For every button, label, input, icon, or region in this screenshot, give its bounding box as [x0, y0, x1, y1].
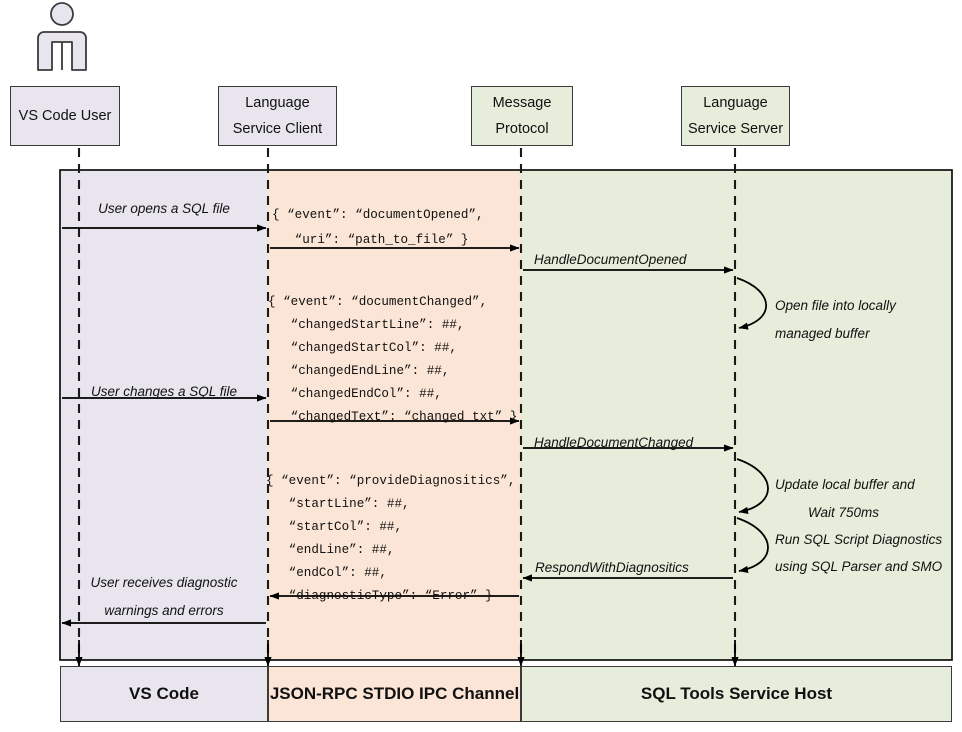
label-handle-document-changed: HandleDocumentChanged — [534, 435, 694, 450]
participant-message-protocol[interactable]: Message Protocol — [471, 86, 573, 146]
json-provide-diagnositics-line-2: “startCol”: ##, — [266, 520, 403, 534]
participant-vscode-user[interactable]: VS Code User — [10, 86, 120, 146]
participant-language-service-server-line2: Service Server — [687, 121, 784, 137]
activity-bands — [59, 169, 953, 661]
note-run-diagnostics-line2: using SQL Parser and SMO — [775, 559, 943, 574]
note-update-buffer-line2: Wait 750ms — [808, 505, 880, 520]
note-open-file-line1: Open file into locally — [775, 298, 896, 313]
note-update-buffer-line1: Update local buffer and — [775, 477, 915, 492]
lifeline-terminators — [75, 640, 739, 667]
note-open-file-line2: managed buffer — [775, 326, 870, 341]
loop-open-file — [736, 277, 767, 330]
self-call-loops — [736, 277, 769, 573]
participant-language-service-client-line2: Service Client — [232, 121, 323, 137]
loop-run-diagnostics — [736, 517, 769, 573]
message-arrows — [61, 224, 734, 627]
lifelines — [77, 148, 737, 655]
json-document-changed-line-0: { “event”: “documentChanged”, — [268, 295, 488, 309]
footer-band-sql-tools-label: SQL Tools Service Host — [640, 684, 833, 703]
json-document-changed-line-4: “changedEndCol”: ##, — [268, 387, 442, 401]
json-document-changed-line-3: “changedEndLine”: ##, — [268, 364, 450, 378]
label-user-receives-diagnostics-line1: User receives diagnostic — [90, 575, 238, 590]
json-provide-diagnositics-line-3: “endLine”: ##, — [266, 543, 395, 557]
json-document-opened-line-0: { “event”: “documentOpened”, — [272, 208, 484, 222]
footer-band-jsonrpc[interactable]: JSON-RPC STDIO IPC Channel — [268, 666, 521, 722]
footer-band-vs-code[interactable]: VS Code — [60, 666, 268, 722]
participant-language-service-server[interactable]: Language Service Server — [681, 86, 790, 146]
note-run-diagnostics-line1: Run SQL Script Diagnostics — [775, 532, 943, 547]
participant-message-protocol-line2: Protocol — [495, 121, 549, 137]
json-provide-diagnositics-line-5: “diagnosticType”: “Error” } — [266, 589, 493, 603]
stick-figure-icon — [37, 2, 87, 71]
loop-update-buffer — [736, 458, 769, 514]
json-document-changed-line-2: “changedStartCol”: ##, — [268, 341, 457, 355]
label-user-receives-diagnostics-line2: warnings and errors — [104, 603, 224, 618]
participant-language-service-server-line1: Language — [703, 95, 768, 111]
footer-band-vs-code-label: VS Code — [129, 684, 199, 703]
footer-band-sql-tools[interactable]: SQL Tools Service Host — [521, 666, 952, 722]
label-handle-document-opened: HandleDocumentOpened — [534, 252, 687, 267]
participant-language-service-client-line1: Language — [245, 95, 310, 111]
json-provide-diagnositics-line-1: “startLine”: ##, — [266, 497, 410, 511]
json-document-changed-line-5: “changedText”: “changed txt” } — [268, 410, 518, 424]
label-respond-with-diagnositics: RespondWithDiagnositics — [535, 560, 689, 575]
json-document-opened-line-1: “uri”: “path_to_file” } — [272, 233, 469, 247]
footer-band-jsonrpc-label: JSON-RPC STDIO IPC Channel — [269, 684, 520, 703]
participant-vscode-user-line1: VS Code User — [18, 108, 112, 124]
json-provide-diagnositics-line-0: { “event”: “provideDiagnositics”, — [266, 474, 516, 488]
json-document-changed-line-1: “changedStartLine”: ##, — [268, 318, 465, 332]
participant-message-protocol-line1: Message — [492, 95, 552, 111]
label-user-changes-sql-file: User changes a SQL file — [90, 384, 238, 399]
json-provide-diagnositics-line-4: “endCol”: ##, — [266, 566, 387, 580]
participant-language-service-client[interactable]: Language Service Client — [218, 86, 337, 146]
label-user-opens-sql-file: User opens a SQL file — [98, 201, 230, 216]
